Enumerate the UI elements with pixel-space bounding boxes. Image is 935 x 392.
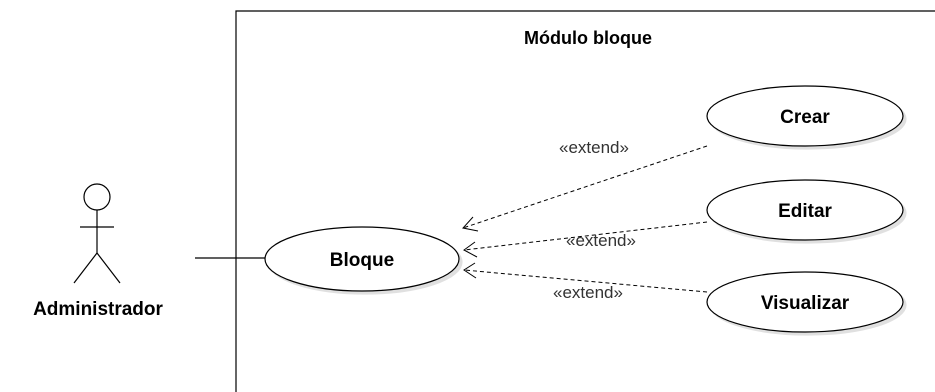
- actor-right-leg: [96, 252, 121, 284]
- system-boundary-title: Módulo bloque: [524, 28, 652, 48]
- extend-label-editar: «extend»: [566, 231, 636, 250]
- use-case-visualizar[interactable]: Visualizar: [706, 271, 904, 333]
- actor-head: [83, 183, 111, 211]
- extend-arrow-crear[interactable]: [462, 145, 708, 232]
- actor-left-leg: [73, 252, 98, 284]
- use-case-editar-label: Editar: [778, 201, 832, 222]
- use-case-crear-label: Crear: [780, 107, 830, 128]
- extend-arrow-visualizar[interactable]: [463, 262, 708, 293]
- extend-arrow-editar[interactable]: [463, 221, 708, 258]
- use-case-bloque-label: Bloque: [330, 250, 394, 271]
- use-case-editar[interactable]: Editar: [706, 179, 904, 241]
- extend-label-visualizar: «extend»: [553, 283, 623, 302]
- use-case-bloque[interactable]: Bloque: [264, 226, 460, 292]
- system-boundary[interactable]: [235, 10, 935, 392]
- actor-administrador[interactable]: [73, 183, 121, 284]
- use-case-crear[interactable]: Crear: [706, 85, 904, 147]
- extend-label-crear: «extend»: [559, 138, 629, 157]
- actor-label: Administrador: [33, 299, 163, 320]
- use-case-visualizar-label: Visualizar: [761, 293, 850, 314]
